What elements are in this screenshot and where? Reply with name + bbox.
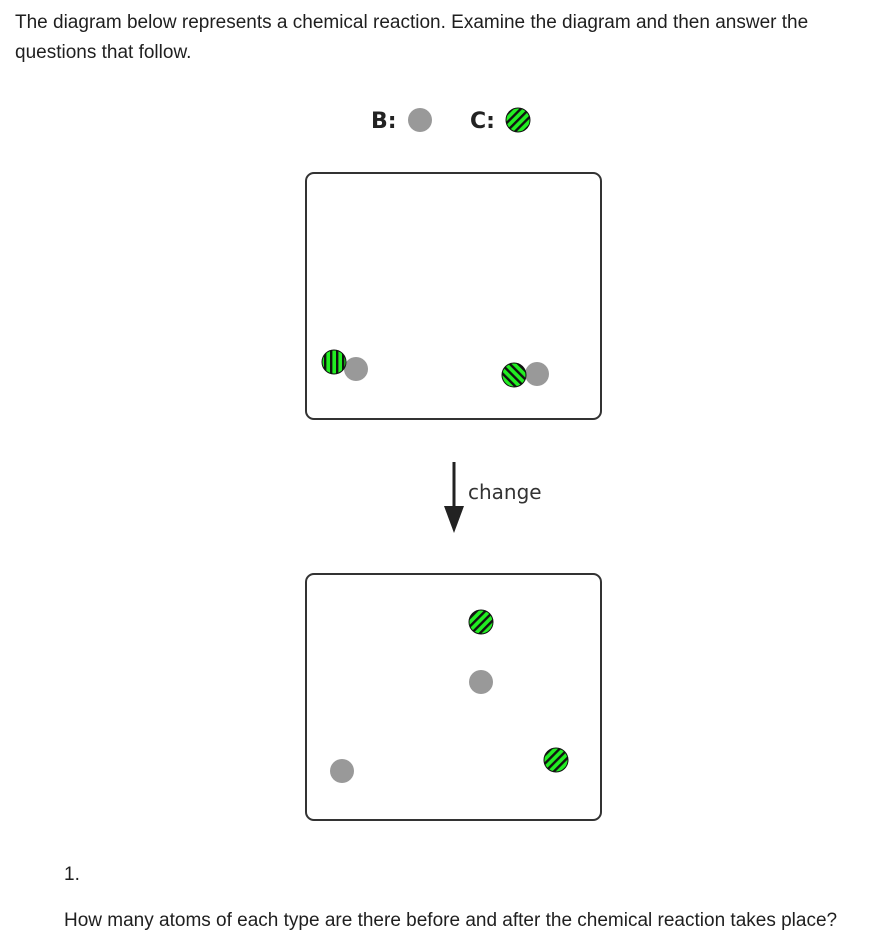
- atom-b: [330, 759, 354, 783]
- intro-text: The diagram below represents a chemical …: [15, 12, 809, 63]
- question-text: How many atoms of each type are there be…: [64, 910, 838, 931]
- atom-c: [321, 349, 347, 375]
- molecule-bc: [321, 349, 368, 381]
- atom-b: [469, 670, 493, 694]
- after-box: [305, 573, 602, 821]
- legend-b-label: B:: [371, 109, 397, 134]
- legend-c-label: C:: [470, 109, 495, 134]
- change-arrow: change: [444, 462, 542, 533]
- before-box: [305, 172, 602, 420]
- arrow-label: change: [468, 480, 542, 504]
- question-number: 1.: [64, 864, 80, 885]
- legend-atom-b: [408, 108, 432, 132]
- atom-c: [501, 362, 527, 388]
- arrow-head: [444, 506, 464, 533]
- molecule-bc: [501, 362, 549, 388]
- legend-atom-c: [505, 107, 531, 133]
- legend: B: C:: [371, 107, 531, 134]
- atom-b: [525, 362, 549, 386]
- atom-b: [344, 357, 368, 381]
- atom-c: [468, 609, 494, 635]
- atom-c: [543, 747, 569, 773]
